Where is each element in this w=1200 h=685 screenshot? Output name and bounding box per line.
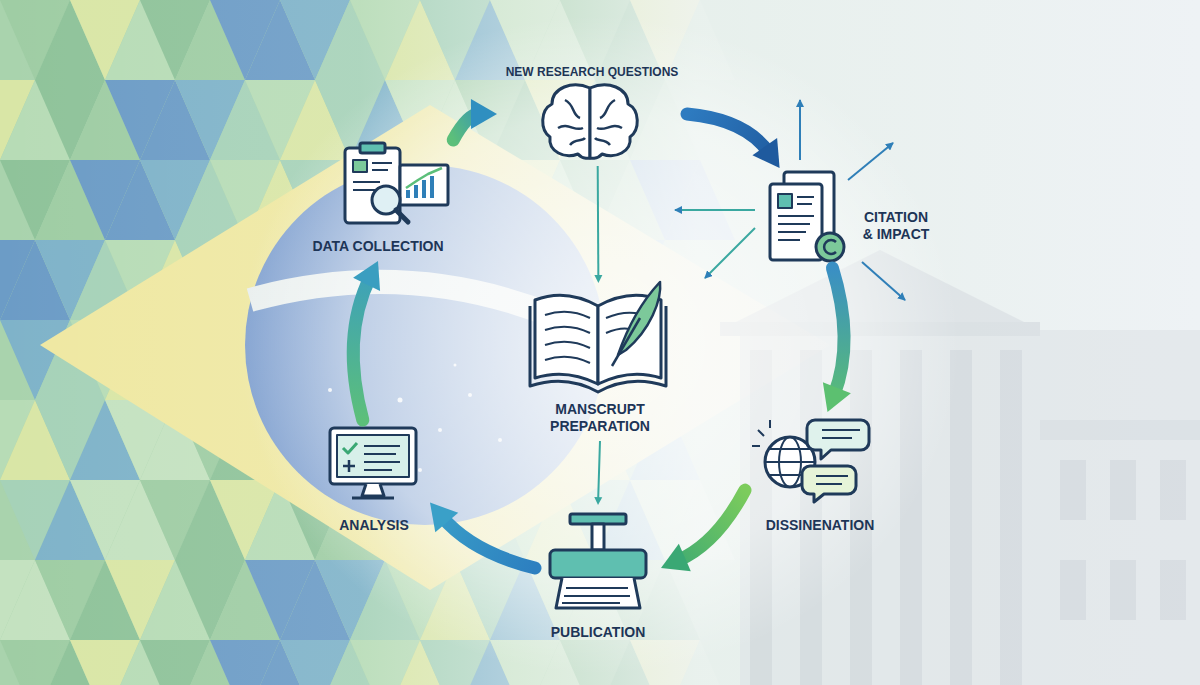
- stage-node: CITATION & IMPACT: [762, 168, 938, 268]
- stage-label: ANALYSIS: [322, 517, 426, 534]
- printing-press-icon: [550, 514, 646, 608]
- cycle-arrow: [823, 268, 851, 412]
- flow-arrow: [594, 166, 602, 283]
- stage-label: DISSINENATION: [749, 517, 891, 534]
- connector-line: [597, 166, 600, 277]
- stage-node: ANALYSIS: [318, 420, 430, 538]
- stage-node: DISSINENATION: [745, 412, 895, 538]
- arrow-head: [823, 382, 851, 412]
- clipboard-chart-icon: [345, 143, 448, 223]
- arrow-head: [752, 138, 779, 168]
- cycle-arrow: [687, 114, 780, 168]
- stage-label: CITATION & IMPACT: [858, 209, 934, 243]
- arrow-head: [471, 99, 497, 129]
- arrow-head: [594, 275, 602, 283]
- cycle-arrow: [453, 99, 497, 140]
- brain-icon: [543, 85, 638, 158]
- document-citation-icon: [770, 172, 844, 261]
- connector-line: [353, 277, 370, 420]
- stage-label: NEW RESEARCH QUESTIONS: [501, 64, 683, 81]
- stage-node: NEW RESEARCH QUESTIONS: [497, 62, 687, 166]
- stage-node: MANSCRUPT PREPARATION: [520, 283, 680, 441]
- arrow-head: [430, 503, 458, 533]
- connector-line: [678, 490, 745, 561]
- center-glow: [240, 15, 960, 675]
- stage-node: DATA COLLECTION: [298, 140, 458, 261]
- connector-line: [598, 441, 600, 499]
- stage-label: PUBLICATION: [539, 624, 657, 641]
- connector-line: [832, 268, 844, 395]
- citation-rays: [675, 100, 905, 300]
- flow-arrow: [594, 441, 602, 505]
- arrow-head: [353, 261, 380, 291]
- monitor-icon: [330, 428, 416, 498]
- arrow-head: [661, 544, 691, 571]
- arrow-head: [594, 497, 602, 505]
- globe-speech-icon: [752, 420, 869, 502]
- connector-line: [442, 517, 535, 568]
- connector-line: [687, 114, 769, 153]
- stage-node: PUBLICATION: [535, 505, 661, 645]
- cycle-arrow: [430, 503, 535, 568]
- cycle-arrow: [661, 490, 745, 571]
- open-book-icon: [530, 282, 666, 392]
- stage-label: DATA COLLECTION: [302, 238, 454, 255]
- cycle-arrow: [353, 261, 380, 420]
- stage-label: MANSCRUPT PREPARATION: [535, 401, 665, 435]
